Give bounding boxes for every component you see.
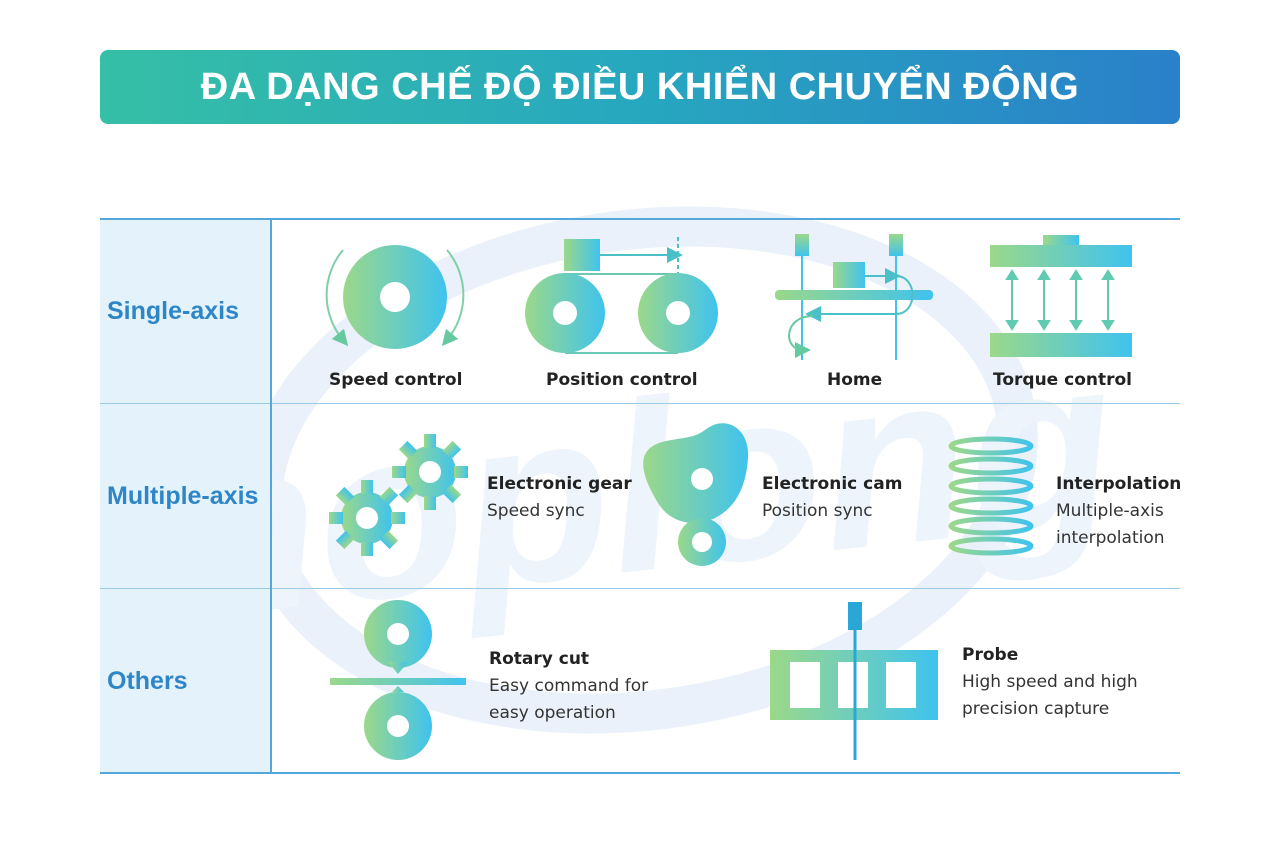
table-bottom-border <box>100 772 1180 774</box>
caption-home: Home <box>827 370 883 390</box>
electronic-cam-desc: Position sync <box>762 501 873 521</box>
belt-drive-icon <box>525 237 718 354</box>
row-label-multiple-axis: Multiple-axis <box>107 481 259 510</box>
interpolation-text: Interpolation Multiple-axis interpolatio… <box>1056 471 1181 552</box>
rotary-cut-desc-line2: easy operation <box>489 703 616 723</box>
electronic-cam-title: Electronic cam <box>762 474 903 494</box>
rotating-disc-icon <box>325 245 465 349</box>
row-label-cell-multiple: Multiple-axis <box>100 404 270 588</box>
caption-speed-control: Speed control <box>329 370 463 390</box>
rotary-cutter-icon <box>330 600 466 760</box>
interpolation-title: Interpolation <box>1056 474 1182 494</box>
row-label-single-axis: Single-axis <box>107 296 239 325</box>
title-banner: ĐA DẠNG CHẾ ĐỘ ĐIỀU KHIỂN CHUYỂN ĐỘNG <box>100 50 1180 124</box>
page-title: ĐA DẠNG CHẾ ĐỘ ĐIỀU KHIỂN CHUYỂN ĐỘNG <box>200 65 1080 108</box>
modes-table: Single-axis Multiple-axis Others <box>100 218 1180 774</box>
probe-desc-line2: precision capture <box>962 699 1110 719</box>
probe-desc-line1: High speed and high <box>962 672 1138 692</box>
probe-icon <box>770 602 938 760</box>
helix-icon <box>948 436 1034 556</box>
row-label-cell-others: Others <box>100 589 270 773</box>
cam-icon <box>643 423 749 566</box>
rotary-cut-title: Rotary cut <box>489 649 590 669</box>
probe-title: Probe <box>962 645 1019 665</box>
probe-text: Probe High speed and high precision capt… <box>962 642 1138 723</box>
caption-torque-control: Torque control <box>993 370 1132 390</box>
electronic-gear-title: Electronic gear <box>487 474 632 494</box>
row-label-cell-single: Single-axis <box>100 219 270 403</box>
interpolation-desc-line2: interpolation <box>1056 528 1165 548</box>
gears-icon <box>329 434 468 556</box>
column-divider <box>270 218 272 774</box>
electronic-gear-desc: Speed sync <box>487 501 585 521</box>
row-label-others: Others <box>107 666 188 695</box>
rotary-cut-desc-line1: Easy command for <box>489 676 649 696</box>
rotary-cut-text: Rotary cut Easy command for easy operati… <box>489 646 648 727</box>
row-divider <box>100 588 1180 589</box>
torque-plates-icon <box>990 235 1132 357</box>
electronic-cam-text: Electronic cam Position sync <box>762 471 902 525</box>
row-divider <box>100 403 1180 404</box>
caption-position-control: Position control <box>546 370 698 390</box>
homing-icon <box>775 234 933 360</box>
interpolation-desc-line1: Multiple-axis <box>1056 501 1164 521</box>
electronic-gear-text: Electronic gear Speed sync <box>487 471 632 525</box>
table-top-border <box>100 218 1180 220</box>
